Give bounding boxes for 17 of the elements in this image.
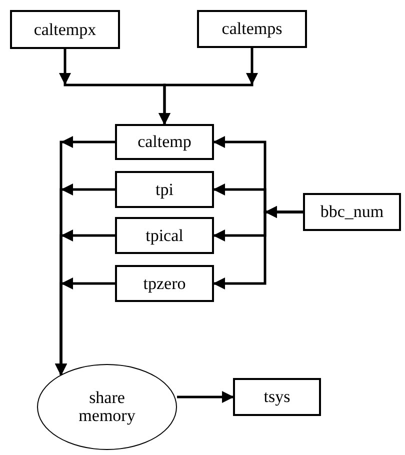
node-label: bbc_num xyxy=(320,203,384,221)
process-box xyxy=(115,171,214,208)
process-box xyxy=(115,265,214,302)
node-label: caltempx xyxy=(34,20,96,38)
node-label: tpzero xyxy=(143,274,186,292)
process-box xyxy=(115,217,214,254)
process-box xyxy=(233,378,321,416)
node-label: tsys xyxy=(264,388,290,406)
process-box xyxy=(115,124,214,160)
node-label: share memory xyxy=(78,389,136,425)
node-label: caltemps xyxy=(222,20,282,38)
process-box xyxy=(197,10,307,48)
process-box xyxy=(303,193,401,231)
node-label: tpical xyxy=(146,226,184,244)
node-label: tpi xyxy=(156,180,174,198)
node-label: caltemp xyxy=(138,133,192,151)
process-box xyxy=(10,10,120,49)
